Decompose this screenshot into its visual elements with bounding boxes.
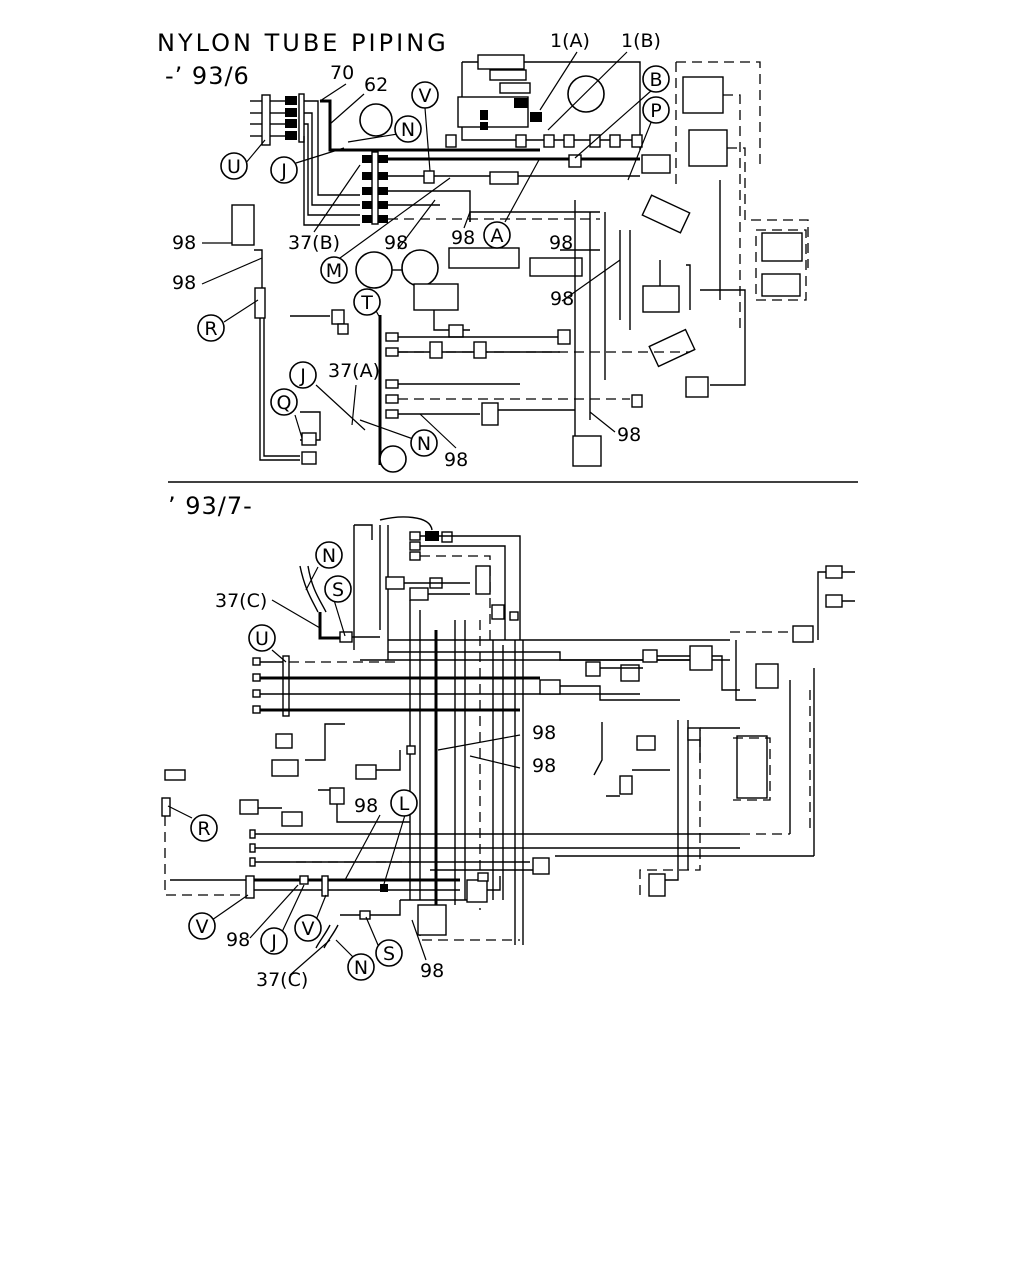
label-98-right: 98 [549, 232, 573, 254]
svg-text:S: S [383, 943, 395, 965]
diagram-title: NYLON TUBE PIPING [157, 29, 449, 57]
callout-v-bottom-2: V [294, 914, 322, 942]
svg-text:B: B [649, 69, 662, 91]
label-98-lower: 98 [420, 960, 444, 982]
label-98-right-2: 98 [532, 755, 556, 777]
svg-text:N: N [322, 545, 336, 567]
svg-text:J: J [270, 931, 277, 953]
svg-text:P: P [650, 100, 661, 122]
bottom-upper-fittings [353, 516, 521, 660]
svg-text:N: N [401, 119, 415, 141]
label-98-lower: 98 [444, 449, 468, 471]
callout-s-bottom-2: S [375, 939, 403, 967]
callout-q-top: Q [270, 388, 298, 416]
svg-text:Q: Q [277, 392, 292, 414]
callout-m-top: M [320, 256, 348, 284]
callout-r-top: R [197, 314, 225, 342]
top-lower-harness [290, 309, 690, 473]
top-middle-components [355, 103, 606, 467]
callout-n-top-1: N [394, 115, 422, 143]
top-centre-manifold [362, 151, 388, 225]
svg-text:N: N [417, 433, 431, 455]
svg-text:U: U [255, 628, 269, 650]
label-98-left: 98 [172, 272, 196, 294]
svg-text:S: S [332, 579, 344, 601]
label-1b: 1(B) [621, 30, 661, 52]
label-37a: 37(A) [328, 360, 380, 382]
label-98-bracket: 98 [172, 232, 196, 254]
svg-text:V: V [196, 916, 209, 938]
callout-v-bottom-1: V [188, 912, 216, 940]
top-left-connector-block [250, 93, 305, 146]
callout-l-bottom: L [390, 789, 418, 817]
svg-text:J: J [299, 365, 306, 387]
callout-n-bottom-1: N [315, 541, 343, 569]
bottom-left-hose [299, 565, 380, 643]
label-98-lower-right: 98 [617, 424, 641, 446]
label-1a: 1(A) [550, 30, 590, 52]
label-98-manifold: 98 [384, 232, 408, 254]
callout-n-bottom-2: N [347, 953, 375, 981]
label-37b: 37(B) [288, 232, 340, 254]
top-piping-diagram: 70 62 1(A) 1(B) 37(B) 37(A) 98 98 98 98 … [172, 30, 809, 473]
label-98-mid: 98 [550, 288, 574, 310]
section-label-before-93-6: -’ 93/6 [165, 62, 250, 90]
callout-r-bottom: R [190, 814, 218, 842]
callout-n-top-2: N [410, 429, 438, 457]
callout-s-bottom-1: S [324, 575, 352, 603]
top-upper-instruments [445, 54, 671, 185]
callout-t-top: T [353, 288, 381, 316]
bottom-piping-diagram: 37(C) 37(C) 98 98 98 98 98 N S U R L V J… [161, 516, 855, 991]
label-37c-top: 37(C) [215, 590, 267, 612]
label-98-centre: 98 [451, 227, 475, 249]
callout-a-top: A [483, 221, 511, 249]
svg-text:T: T [360, 292, 373, 314]
svg-text:V: V [302, 918, 315, 940]
svg-text:J: J [280, 160, 287, 182]
callout-p-top: P [642, 96, 670, 124]
svg-text:R: R [204, 318, 217, 340]
callout-u-bottom: U [248, 624, 276, 652]
top-left-bracket [231, 204, 300, 461]
label-98-mid: 98 [354, 795, 378, 817]
bottom-lower-bundle [170, 857, 550, 949]
svg-text:A: A [491, 225, 504, 247]
label-98-right-1: 98 [532, 722, 556, 744]
bottom-left-components [161, 723, 416, 896]
section-label-after-93-7: ’ 93/7- [168, 492, 253, 520]
bottom-u-connector [252, 655, 640, 717]
label-62: 62 [364, 74, 388, 96]
callout-j-bottom: J [260, 927, 288, 955]
svg-text:V: V [419, 85, 432, 107]
label-98-lower-left: 98 [226, 929, 250, 951]
callout-b-top: B [642, 65, 670, 93]
svg-text:U: U [227, 156, 241, 178]
callout-j-top-1: J [270, 156, 298, 184]
label-37c-bottom: 37(C) [256, 969, 308, 991]
callout-v-top: V [411, 81, 439, 109]
svg-text:M: M [326, 260, 342, 282]
svg-text:N: N [354, 957, 368, 979]
bottom-right-components [539, 565, 855, 897]
callout-u-top: U [220, 152, 248, 180]
svg-text:L: L [399, 793, 410, 815]
top-right-components [619, 61, 809, 398]
callout-j-top-2: J [289, 361, 317, 389]
svg-text:R: R [197, 818, 210, 840]
label-70: 70 [330, 62, 354, 84]
